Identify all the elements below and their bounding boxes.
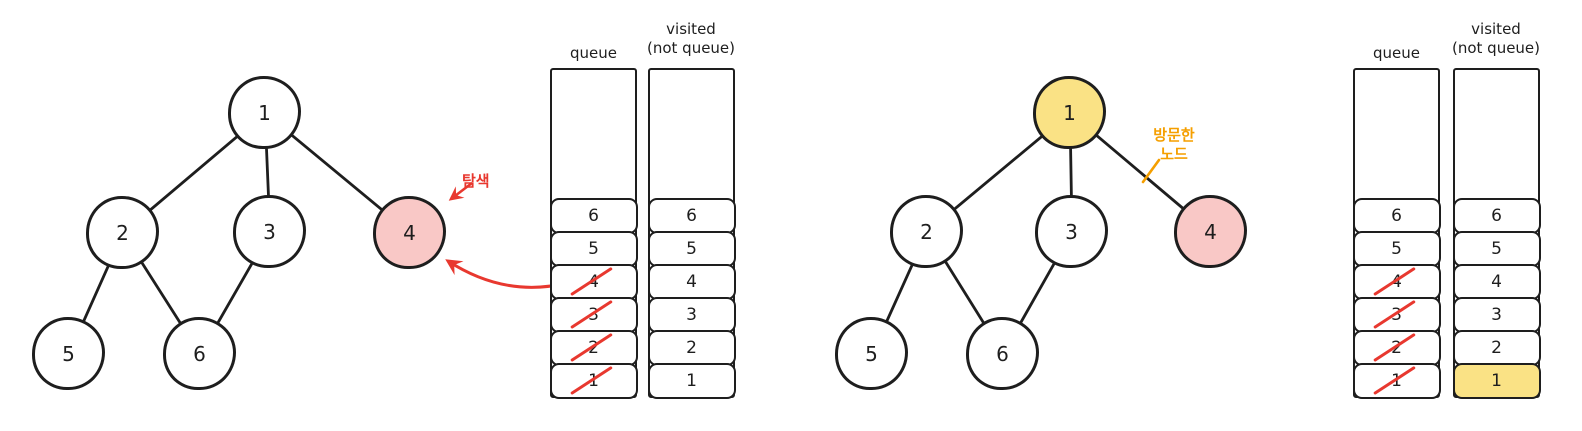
queue-cell: 6 (549, 197, 638, 234)
left-queue-column: 6 5 4 3 2 1 (549, 68, 638, 399)
visited-cell: 2 (1452, 329, 1541, 366)
queue-cell: 1 (1352, 362, 1441, 399)
node-value: 2 (920, 219, 933, 244)
visited-edge-tick (1141, 158, 1161, 184)
cell-value: 5 (686, 238, 697, 259)
node-value: 3 (1065, 219, 1078, 244)
left-tree-node-4: 4 (373, 196, 446, 269)
node-value: 2 (116, 220, 129, 245)
cell-value: 2 (686, 337, 697, 358)
visited-cell: 4 (1452, 263, 1541, 300)
visited-label-line2: (not queue) (646, 39, 736, 57)
left-visited-column: 6 5 4 3 2 1 (647, 68, 736, 399)
visited-cell: 2 (647, 329, 736, 366)
cell-value: 3 (1491, 304, 1502, 325)
cell-value: 6 (588, 205, 599, 226)
node-value: 6 (996, 341, 1009, 366)
visited-label-line2: (not queue) (1451, 39, 1541, 57)
cell-value: 5 (1491, 238, 1502, 259)
left-tree-node-6: 6 (163, 317, 236, 390)
visited-cell: 6 (647, 197, 736, 234)
queue-cells: 6 5 4 3 2 1 (1352, 197, 1441, 399)
visited-cell: 1 (647, 362, 736, 399)
queue-cell: 4 (549, 263, 638, 300)
node-value: 3 (263, 219, 276, 244)
queue-cell: 5 (549, 230, 638, 267)
visited-node-label-line2: 노드 (1160, 145, 1188, 163)
right-tree-node-5: 5 (835, 317, 908, 390)
explore-label: 탐색 (462, 172, 490, 190)
right-tree-node-1: 1 (1033, 76, 1106, 149)
visited-cell: 4 (647, 263, 736, 300)
left-tree-node-3: 3 (233, 195, 306, 268)
cell-value: 6 (1391, 205, 1402, 226)
visited-cell: 3 (647, 296, 736, 333)
node-value: 5 (865, 341, 878, 366)
right-tree-node-2: 2 (890, 195, 963, 268)
cell-value: 4 (686, 271, 697, 292)
right-tree-node-3: 3 (1035, 195, 1108, 268)
node-value: 1 (258, 100, 271, 125)
visited-label: visited (not queue) (636, 20, 746, 58)
visited-node-label: 방문한 노드 (1145, 126, 1203, 164)
visited-cell: 6 (1452, 197, 1541, 234)
visited-cells: 6 5 4 3 2 1 (1452, 197, 1541, 399)
right-queue-column: 6 5 4 3 2 1 (1352, 68, 1441, 399)
visited-cell: 1 (1452, 362, 1541, 399)
queue-cell: 2 (549, 329, 638, 366)
visited-node-label-line1: 방문한 (1153, 126, 1195, 144)
cell-value: 4 (1491, 271, 1502, 292)
queue-cell: 4 (1352, 263, 1441, 300)
node-value: 4 (1204, 219, 1217, 244)
cell-value: 1 (1491, 370, 1502, 391)
visited-cell: 3 (1452, 296, 1541, 333)
visited-cell: 5 (647, 230, 736, 267)
queue-cells: 6 5 4 3 2 1 (549, 197, 638, 399)
cell-value: 1 (686, 370, 697, 391)
queue-cell: 5 (1352, 230, 1441, 267)
left-tree-node-2: 2 (86, 196, 159, 269)
visited-label-line1: visited (666, 20, 716, 38)
cell-value: 2 (1491, 337, 1502, 358)
queue-label: queue (570, 44, 617, 62)
queue-label: queue (1373, 44, 1420, 62)
visited-label: visited (not queue) (1441, 20, 1551, 58)
visited-cells: 6 5 4 3 2 1 (647, 197, 736, 399)
left-tree-node-1: 1 (228, 76, 301, 149)
node-value: 1 (1063, 100, 1076, 125)
queue-cell: 2 (1352, 329, 1441, 366)
node-value: 4 (403, 220, 416, 245)
visited-label-line1: visited (1471, 20, 1521, 38)
queue-cell: 1 (549, 362, 638, 399)
node-value: 6 (193, 341, 206, 366)
right-tree-node-6: 6 (966, 317, 1039, 390)
explore-arrow (448, 181, 473, 201)
queue-cell: 6 (1352, 197, 1441, 234)
right-visited-column: 6 5 4 3 2 1 (1452, 68, 1541, 399)
cell-value: 6 (1491, 205, 1502, 226)
right-tree-node-4: 4 (1174, 195, 1247, 268)
cell-value: 6 (686, 205, 697, 226)
cell-value: 5 (1391, 238, 1402, 259)
left-tree-node-5: 5 (32, 317, 105, 390)
queue-cell: 3 (549, 296, 638, 333)
cell-value: 3 (686, 304, 697, 325)
visited-cell: 5 (1452, 230, 1541, 267)
cell-value: 5 (588, 238, 599, 259)
node-value: 5 (62, 341, 75, 366)
queue-cell: 3 (1352, 296, 1441, 333)
